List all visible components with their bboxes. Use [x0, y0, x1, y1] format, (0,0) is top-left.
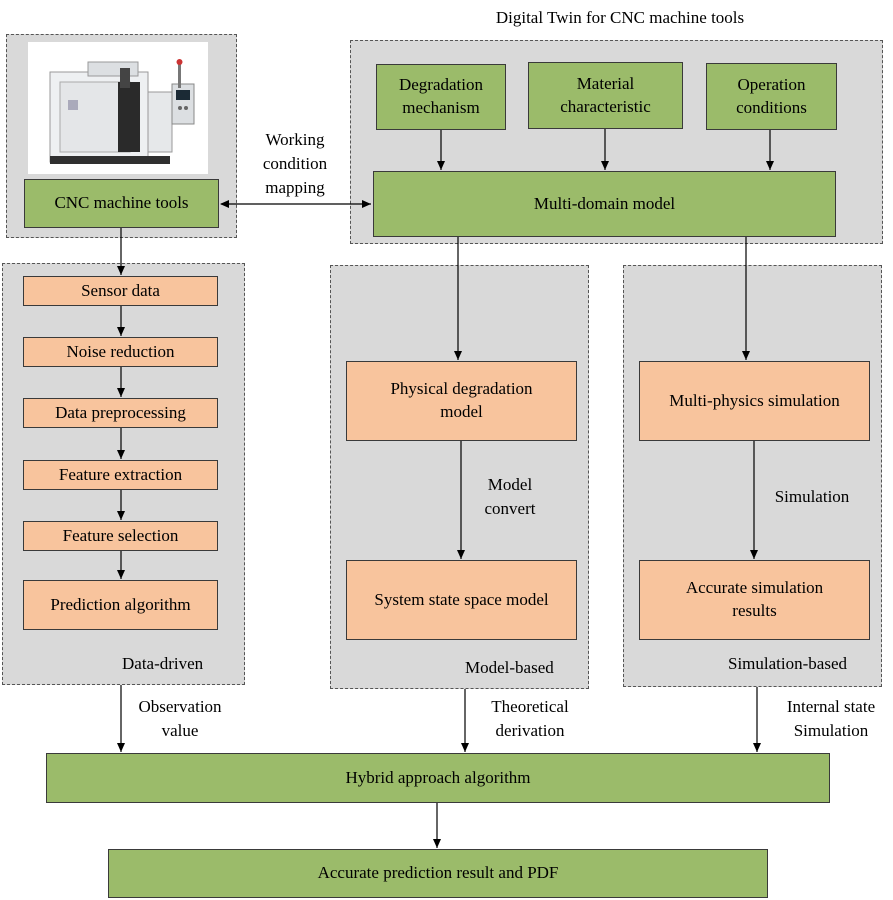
- multi-physics-simulation-box: Multi-physics simulation: [639, 361, 870, 441]
- material-characteristic-box: Material characteristic: [528, 62, 683, 129]
- cnc-machine-image: [28, 42, 208, 174]
- simulation-based-tag: Simulation-based: [728, 654, 847, 673]
- sensor-data-box: Sensor data: [23, 276, 218, 306]
- hybrid-approach-algorithm-box: Hybrid approach algorithm: [46, 753, 830, 803]
- data-driven-tag: Data-driven: [122, 654, 204, 673]
- observation-value-label: Observation value: [138, 697, 222, 740]
- working-condition-mapping-label: Working condition mapping: [262, 130, 328, 197]
- degradation-mechanism-box: Degradation mechanism: [376, 64, 506, 130]
- theoretical-derivation-label: Theoretical derivation: [491, 697, 569, 740]
- cnc-machine-tools-box: CNC machine tools: [24, 179, 219, 228]
- simulation-label: Simulation: [774, 487, 850, 506]
- system-state-space-model-box: System state space model: [346, 560, 577, 640]
- data-preprocessing-box: Data preprocessing: [23, 398, 218, 428]
- feature-extraction-box: Feature extraction: [23, 460, 218, 490]
- prediction-algorithm-box: Prediction algorithm: [23, 580, 218, 630]
- multi-domain-model-box: Multi-domain model: [373, 171, 836, 237]
- noise-reduction-box: Noise reduction: [23, 337, 218, 367]
- internal-state-simulation-label: Internal state Simulation: [786, 697, 876, 740]
- feature-selection-box: Feature selection: [23, 521, 218, 551]
- diagram-title: Digital Twin for CNC machine tools: [495, 8, 745, 27]
- model-convert-label: Model convert: [484, 475, 536, 518]
- model-based-tag: Model-based: [465, 658, 554, 677]
- physical-degradation-model-box: Physical degradation model: [346, 361, 577, 441]
- accurate-simulation-results-box: Accurate simulation results: [639, 560, 870, 640]
- accurate-prediction-result-box: Accurate prediction result and PDF: [108, 849, 768, 898]
- operation-conditions-box: Operation conditions: [706, 63, 837, 130]
